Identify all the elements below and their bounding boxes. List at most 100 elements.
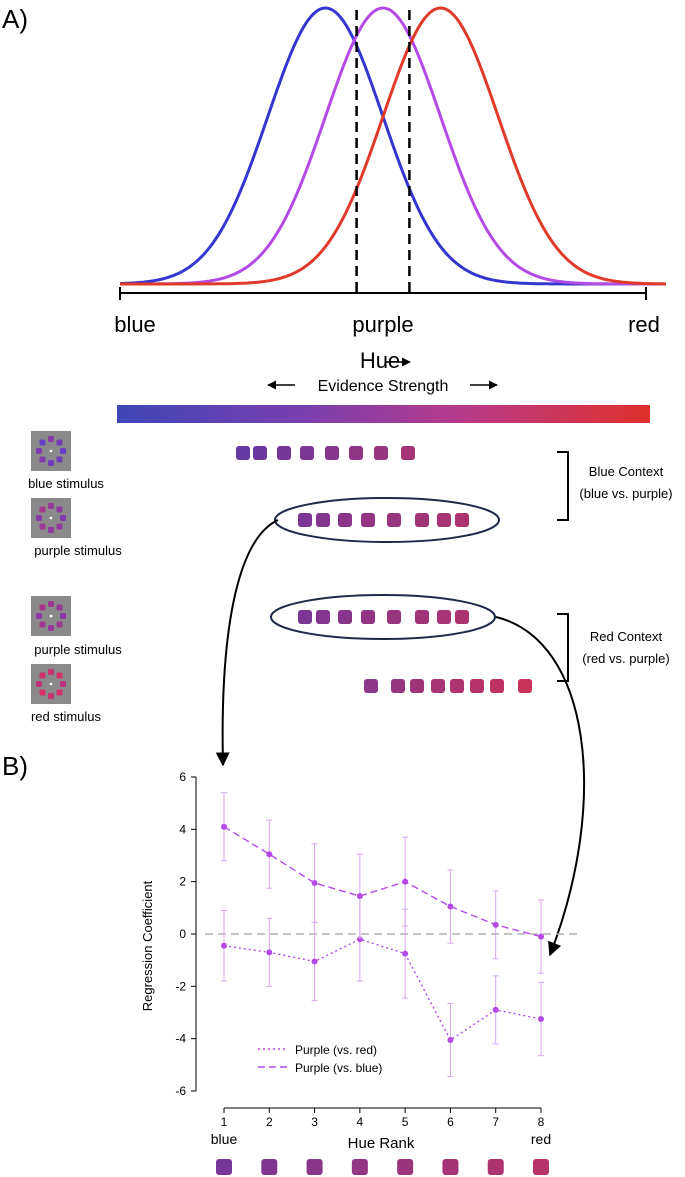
stimulus-thumbnail-1 bbox=[31, 431, 71, 471]
tuning-curves bbox=[120, 6, 666, 286]
red-context-subtitle: (red vs. purple) bbox=[582, 651, 669, 666]
x-tick-label: 5 bbox=[402, 1115, 409, 1129]
rank-swatch bbox=[533, 1159, 549, 1175]
hue-title: Hue bbox=[360, 348, 400, 373]
rank-swatch bbox=[397, 1159, 414, 1175]
data-point bbox=[356, 893, 363, 900]
swatch-row-2 bbox=[298, 513, 469, 527]
rank-swatch bbox=[351, 1159, 368, 1175]
y-tick-label: -4 bbox=[175, 1032, 186, 1046]
swatch bbox=[391, 679, 405, 693]
data-point bbox=[266, 949, 273, 956]
red-context-bracket bbox=[557, 613, 569, 682]
rank-swatch bbox=[487, 1159, 504, 1175]
swatch bbox=[431, 679, 445, 693]
swatch bbox=[455, 513, 469, 527]
data-point bbox=[447, 903, 454, 910]
data-point bbox=[402, 878, 409, 885]
blue-context-arrow bbox=[215, 519, 279, 767]
swatch bbox=[338, 610, 352, 624]
data-point bbox=[311, 958, 318, 965]
swatch-row-4 bbox=[364, 679, 532, 693]
swatch bbox=[236, 446, 250, 460]
evidence-label: Evidence Strength bbox=[318, 378, 449, 395]
swatch bbox=[338, 513, 352, 527]
red-context-ellipse bbox=[270, 594, 496, 640]
y-axis-label: Regression Coefficient bbox=[140, 880, 155, 1011]
x-tick-label: 1 bbox=[221, 1115, 228, 1129]
y-tick-label: 6 bbox=[179, 770, 186, 784]
swatch bbox=[455, 610, 469, 624]
data-point bbox=[311, 879, 318, 886]
swatch bbox=[361, 513, 375, 527]
swatch bbox=[253, 446, 267, 460]
stimulus-label-3: purple stimulus bbox=[34, 642, 122, 657]
tuning-curve-2 bbox=[120, 6, 666, 286]
rank-swatch bbox=[216, 1159, 232, 1175]
x-tick-label: 4 bbox=[357, 1115, 364, 1129]
stimulus-thumbnail-4 bbox=[31, 664, 71, 704]
data-point bbox=[402, 950, 409, 957]
stimulus-label-2: purple stimulus bbox=[34, 543, 122, 558]
y-tick-label: -6 bbox=[175, 1084, 186, 1098]
swatch bbox=[277, 446, 291, 460]
swatch bbox=[316, 610, 330, 624]
x-tick-label: 7 bbox=[492, 1115, 499, 1129]
stimulus-label-4: red stimulus bbox=[31, 709, 102, 724]
swatch bbox=[374, 446, 388, 460]
data-point bbox=[221, 823, 227, 830]
blue-context-bracket bbox=[557, 451, 569, 521]
swatch bbox=[450, 679, 464, 693]
hue-label-blue: blue bbox=[114, 312, 156, 337]
x-end-label-blue: blue bbox=[211, 1131, 238, 1147]
y-tick-label: -2 bbox=[175, 979, 186, 993]
x-tick-label: 2 bbox=[266, 1115, 273, 1129]
y-tick-label: 2 bbox=[179, 875, 186, 889]
legend-label-vs-blue: Purple (vs. blue) bbox=[295, 1061, 382, 1075]
data-point bbox=[221, 942, 227, 949]
stimulus-label-1: blue stimulus bbox=[28, 476, 104, 491]
swatch bbox=[298, 610, 312, 624]
swatch bbox=[401, 446, 415, 460]
swatch bbox=[415, 513, 429, 527]
red-context-arrow bbox=[495, 616, 586, 957]
swatch bbox=[437, 610, 451, 624]
data-point bbox=[447, 1036, 454, 1043]
data-point bbox=[538, 1016, 544, 1023]
swatch bbox=[364, 679, 378, 693]
chart-series bbox=[221, 792, 544, 1078]
x-tick-label: 8 bbox=[538, 1115, 545, 1129]
rank-swatches bbox=[216, 1159, 549, 1175]
rank-swatch bbox=[306, 1159, 323, 1175]
hue-label-purple: purple bbox=[352, 312, 413, 337]
x-tick-label: 3 bbox=[311, 1115, 318, 1129]
swatch bbox=[437, 513, 451, 527]
series-2 bbox=[221, 792, 544, 974]
swatch bbox=[361, 610, 375, 624]
stimulus-thumbnails bbox=[31, 431, 71, 704]
blue-context-title: Blue Context bbox=[589, 464, 664, 479]
rank-swatch bbox=[261, 1159, 278, 1175]
legend-label-vs-red: Purple (vs. red) bbox=[295, 1043, 377, 1057]
swatch bbox=[518, 679, 532, 693]
rank-swatch bbox=[442, 1159, 459, 1175]
stimulus-thumbnail-2 bbox=[31, 498, 71, 538]
swatch bbox=[300, 446, 314, 460]
swatch-row-3 bbox=[298, 610, 469, 624]
swatch bbox=[415, 610, 429, 624]
blue-context-subtitle: (blue vs. purple) bbox=[579, 486, 672, 501]
y-tick-label: 0 bbox=[179, 927, 186, 941]
series-line bbox=[223, 826, 542, 938]
swatch bbox=[325, 446, 339, 460]
swatch-rows bbox=[236, 446, 532, 693]
tuning-curve-3 bbox=[120, 6, 666, 286]
series-line bbox=[223, 938, 542, 1042]
x-axis-label: Hue Rank bbox=[348, 1135, 415, 1152]
swatch bbox=[349, 446, 363, 460]
swatch bbox=[387, 513, 401, 527]
x-tick-label: 6 bbox=[447, 1115, 454, 1129]
panel-a-label: A) bbox=[2, 4, 28, 34]
